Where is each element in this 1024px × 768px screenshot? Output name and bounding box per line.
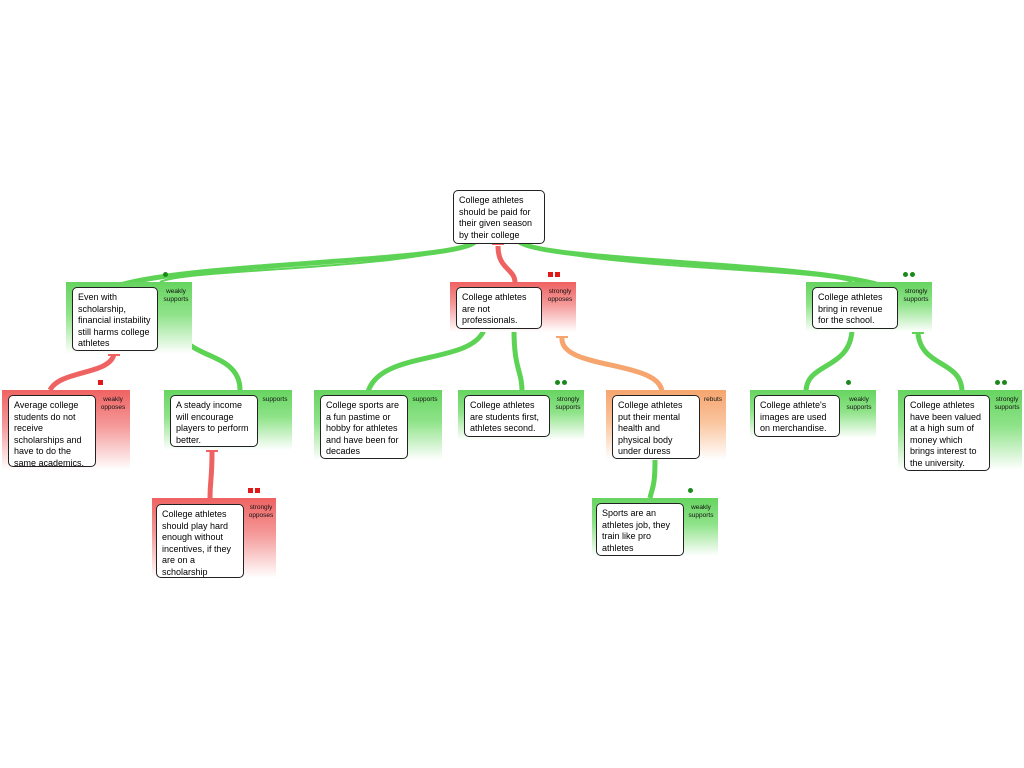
node-n6[interactable]: College sports are a fun pastime or hobb… bbox=[314, 390, 442, 460]
node-n11-strength bbox=[248, 488, 260, 493]
strength-square-icon bbox=[98, 380, 103, 385]
strength-dot-icon bbox=[995, 380, 1000, 385]
root-claim-text: College athletes should be paid for thei… bbox=[459, 195, 533, 240]
node-n3-strength bbox=[903, 272, 915, 277]
node-n5-text: A steady income will encourage players t… bbox=[170, 395, 258, 447]
node-n2[interactable]: College athletes are not professionals. … bbox=[450, 282, 576, 332]
strength-dot-icon bbox=[163, 272, 168, 277]
node-n4-relation: weakly opposes bbox=[100, 396, 126, 411]
connector-n2-n7 bbox=[511, 329, 525, 393]
node-n10-strength bbox=[995, 380, 1007, 385]
node-n11-relation: strongly opposes bbox=[248, 504, 274, 519]
node-n5-relation: supports bbox=[262, 396, 288, 403]
node-n9-strength bbox=[846, 380, 851, 385]
node-n2-text: College athletes are not professionals. bbox=[456, 287, 542, 329]
node-n6-text: College sports are a fun pastime or hobb… bbox=[320, 395, 408, 459]
node-n4[interactable]: Average college students do not receive … bbox=[2, 390, 130, 470]
connector-root-n3-ribbon bbox=[517, 240, 853, 283]
strength-dot-icon bbox=[688, 488, 693, 493]
node-n10-text: College athletes have been valued at a h… bbox=[904, 395, 990, 471]
root-claim[interactable]: College athletes should be paid for thei… bbox=[453, 190, 545, 244]
node-n7-strength bbox=[555, 380, 567, 385]
strength-square-icon bbox=[248, 488, 253, 493]
node-n12-strength bbox=[688, 488, 693, 493]
node-n2-strength bbox=[548, 272, 560, 277]
node-n7-relation: strongly supports bbox=[555, 396, 581, 411]
node-n1-relation: weakly supports bbox=[163, 288, 189, 303]
node-n9[interactable]: College athlete's images are used on mer… bbox=[750, 390, 876, 438]
node-n8-text: College athletes put their mental health… bbox=[612, 395, 700, 459]
connector-n2-n6 bbox=[365, 328, 487, 393]
node-n10-relation: strongly supports bbox=[994, 396, 1020, 411]
strength-dot-icon bbox=[555, 380, 560, 385]
node-n10[interactable]: College athletes have been valued at a h… bbox=[898, 390, 1022, 471]
node-n4-text: Average college students do not receive … bbox=[8, 395, 96, 468]
connector-n3-n10 bbox=[915, 333, 965, 393]
node-n1-strength bbox=[163, 272, 168, 277]
node-n12[interactable]: Sports are an athletes job, they train l… bbox=[592, 498, 718, 556]
strength-square-icon bbox=[255, 488, 260, 493]
connector-root-n2 bbox=[495, 245, 518, 284]
strength-dot-icon bbox=[562, 380, 567, 385]
node-n1-text: Even with scholarship, financial instabi… bbox=[72, 287, 158, 351]
strength-dot-icon bbox=[910, 272, 915, 277]
node-n8[interactable]: College athletes put their mental health… bbox=[606, 390, 726, 460]
connector-n8-n12 bbox=[647, 459, 658, 499]
node-n7-text: College athletes are students first, ath… bbox=[464, 395, 550, 437]
node-n7[interactable]: College athletes are students first, ath… bbox=[458, 390, 584, 440]
connector-n2-n8 bbox=[559, 337, 665, 393]
node-n12-text: Sports are an athletes job, they train l… bbox=[596, 503, 684, 556]
node-n9-relation: weakly supports bbox=[846, 396, 872, 411]
connector-n3-n9 bbox=[803, 329, 855, 393]
node-n11[interactable]: College athletes should play hard enough… bbox=[152, 498, 276, 578]
strength-dot-icon bbox=[903, 272, 908, 277]
node-n8-relation: rebuts bbox=[703, 396, 723, 403]
strength-dot-icon bbox=[1002, 380, 1007, 385]
node-n11-text: College athletes should play hard enough… bbox=[156, 504, 244, 578]
node-n1[interactable]: Even with scholarship, financial instabi… bbox=[66, 282, 192, 354]
connector-n1-n4 bbox=[47, 353, 117, 392]
strength-dot-icon bbox=[846, 380, 851, 385]
node-n4-strength bbox=[98, 380, 103, 385]
node-n3-text: College athletes bring in revenue for th… bbox=[812, 287, 898, 329]
connector-root-n1-ribbon bbox=[159, 240, 477, 283]
node-n6-relation: supports bbox=[412, 396, 438, 403]
node-n12-relation: weakly supports bbox=[688, 504, 714, 519]
node-n5[interactable]: A steady income will encourage players t… bbox=[164, 390, 292, 450]
strength-square-icon bbox=[548, 272, 553, 277]
connector-n5-n11 bbox=[207, 451, 215, 499]
node-n2-relation: strongly opposes bbox=[547, 288, 573, 303]
node-n3[interactable]: College athletes bring in revenue for th… bbox=[806, 282, 932, 332]
connector-root-n3 bbox=[516, 238, 881, 288]
strength-square-icon bbox=[555, 272, 560, 277]
node-n9-text: College athlete's images are used on mer… bbox=[754, 395, 840, 437]
node-n3-relation: strongly supports bbox=[903, 288, 929, 303]
